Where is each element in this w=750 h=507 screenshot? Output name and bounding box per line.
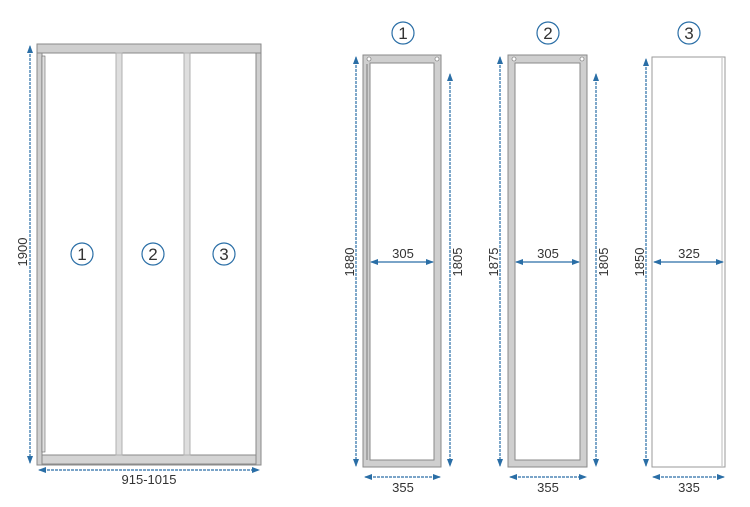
top-rail [36, 43, 262, 54]
panel-1-hole-left [366, 56, 372, 62]
panel-3-inner-width: 325 [678, 246, 700, 261]
svg-text:3: 3 [684, 24, 693, 43]
panel-3-outer-width: 335 [678, 480, 700, 495]
panel-1-number: 1 [391, 21, 415, 45]
left-profile [41, 55, 46, 453]
panel-2-outer-width: 355 [537, 480, 559, 495]
panel-1-view: 1 1880 1805 305 355 [342, 21, 465, 495]
svg-text:3: 3 [219, 245, 228, 264]
panel-2-view: 2 1875 1805 305 355 [486, 21, 611, 495]
panel-2-outer-height: 1875 [486, 248, 501, 277]
panel-2-inner-width: 305 [537, 246, 559, 261]
assembly-frame [36, 43, 262, 466]
panel-3-view: 3 1850 325 335 [632, 21, 726, 495]
panel-1-outer-width: 355 [392, 480, 414, 495]
panel-1-outer-height: 1880 [342, 248, 357, 277]
svg-text:1: 1 [398, 24, 407, 43]
panel-3-outer-height: 1850 [632, 248, 647, 277]
panel-1-hole-right [434, 56, 440, 62]
panel-1-inner-height: 1805 [450, 248, 465, 277]
height-dimension-label: 1900 [15, 238, 30, 267]
panel-divider-2 [183, 52, 191, 456]
left-post [36, 52, 43, 466]
right-post [255, 52, 262, 466]
bottom-rail [40, 454, 258, 465]
panel-2-number: 2 [536, 21, 560, 45]
assembly-view: 1 2 3 1900 915-1015 [15, 43, 262, 487]
panel-number-3: 3 [212, 242, 236, 266]
svg-text:2: 2 [148, 245, 157, 264]
panel-1-inner-width: 305 [392, 246, 414, 261]
panel-number-2: 2 [141, 242, 165, 266]
panel-2-inner-height: 1805 [596, 248, 611, 277]
svg-text:1: 1 [77, 245, 86, 264]
panel-2-frame [507, 54, 588, 468]
svg-text:2: 2 [543, 24, 552, 43]
width-dimension-label: 915-1015 [122, 472, 177, 487]
panel-number-1: 1 [70, 242, 94, 266]
panel-divider-1 [115, 52, 123, 456]
panel-3-number: 3 [677, 21, 701, 45]
panel-1-frame [362, 54, 442, 468]
